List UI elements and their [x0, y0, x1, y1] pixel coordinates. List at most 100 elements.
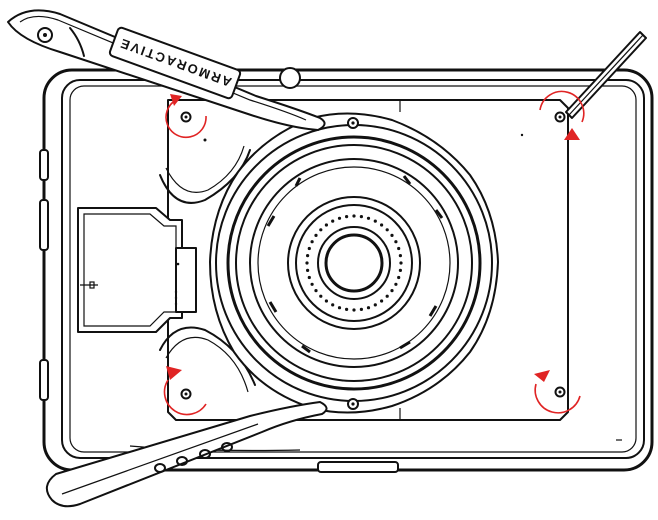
- strap-anchor-knob: [279, 67, 301, 89]
- hand-strap-bottom: [45, 401, 328, 508]
- ring-inner-1: [235, 144, 473, 382]
- strap-hole-3: [199, 449, 211, 459]
- hub-dot: [307, 275, 311, 280]
- hub-dot: [319, 228, 323, 232]
- hub-outer: [287, 196, 421, 330]
- strap-bottom-body: [45, 401, 328, 508]
- hub-dot: [352, 214, 356, 218]
- hub-dot: [306, 254, 310, 258]
- hub-dot: [331, 303, 335, 307]
- hub-dot: [345, 307, 349, 311]
- ring-inner-3: [257, 166, 451, 360]
- hub-dot: [385, 228, 389, 232]
- hub-dot: [319, 294, 323, 298]
- latch-dot-4: [174, 302, 178, 306]
- case-inner-rim: [61, 79, 645, 459]
- ring-lug-6: [428, 305, 438, 317]
- arrow-bottom-right-head: [534, 370, 550, 382]
- hub-dot: [324, 223, 328, 227]
- hub-dot: [359, 307, 363, 311]
- hub-dot: [310, 282, 314, 286]
- arrow-top-left: [165, 99, 207, 139]
- bottom-port: [317, 461, 399, 473]
- ring-inner-2: [249, 158, 459, 368]
- brand-plate: [108, 26, 242, 100]
- arrow-top-right-head: [564, 128, 580, 140]
- left-latch-slot: [77, 207, 197, 333]
- hub-dot: [390, 289, 394, 293]
- hub-dot: [307, 246, 311, 251]
- hub-dot: [373, 303, 377, 307]
- hub-dot: [305, 261, 309, 265]
- hub-dot: [398, 254, 402, 258]
- plate-pin-hole-2: [520, 133, 524, 137]
- hub-dot: [359, 215, 363, 219]
- arrow-bottom-left-head: [166, 366, 182, 380]
- hub-dot: [380, 299, 384, 303]
- ring-lug-3: [434, 209, 444, 219]
- side-button-1: [39, 149, 49, 181]
- screw-top-right: [554, 111, 566, 123]
- counter-clockwise-arrow-icon: [163, 90, 585, 416]
- latch-block: [175, 247, 197, 313]
- hub-dot: [337, 306, 342, 310]
- hub-dot: [366, 216, 371, 220]
- rotating-ring-mount: [209, 112, 499, 414]
- hub-dot: [314, 233, 318, 237]
- screw-top-left: [180, 111, 192, 123]
- hub-dot: [394, 282, 398, 286]
- hex-key-edge: [568, 34, 644, 116]
- ring-lug-5: [301, 344, 311, 354]
- hub-dot: [380, 223, 384, 227]
- hub-dot: [397, 275, 401, 280]
- hub-ring: [295, 204, 413, 322]
- hub-dot: [385, 294, 389, 298]
- hub-dot: [399, 261, 403, 265]
- strap-hole-2: [176, 456, 188, 466]
- hub-dot: [314, 289, 318, 293]
- latch-dot-2: [174, 290, 178, 294]
- strap-hole-1: [154, 463, 166, 473]
- upper-left-arm-inner: [165, 145, 245, 193]
- plate-pin-hole: [203, 138, 207, 142]
- screw-bottom-left: [180, 388, 192, 400]
- strap-holes: [154, 442, 233, 473]
- ring-lug-2: [402, 175, 412, 185]
- arrow-bottom-right: [534, 383, 581, 414]
- case-bezel: [69, 85, 637, 453]
- strap-hole-4: [221, 442, 233, 452]
- arrow-bottom-left: [163, 379, 207, 416]
- ring-lug-8: [266, 215, 276, 227]
- hub-dot: [310, 240, 314, 244]
- arrow-top-right: [539, 90, 585, 123]
- ring-screw-bottom: [347, 398, 359, 410]
- hub-dot: [324, 299, 328, 303]
- side-button-3: [39, 359, 49, 401]
- ring-screw-top: [347, 117, 359, 129]
- latch-tab: [89, 281, 95, 289]
- hub-dot: [331, 219, 335, 223]
- side-button-2: [39, 199, 49, 251]
- hub-dot: [394, 240, 398, 244]
- hub-dot: [306, 268, 310, 272]
- hub-dot: [345, 215, 349, 219]
- strap-top-loop: [69, 27, 85, 57]
- hub-dot: [373, 219, 377, 223]
- hub-dot: [397, 246, 401, 251]
- screw-bottom-right: [554, 386, 566, 398]
- ring-lug-4: [268, 301, 278, 313]
- hub-dot: [366, 306, 371, 310]
- hex-key-icon: [565, 31, 647, 119]
- hub-dot: [337, 216, 342, 220]
- hub-dot-ring: [305, 214, 403, 312]
- latch-slot-outline: [77, 207, 183, 333]
- hub-dot: [352, 308, 356, 312]
- hub-inner-ring: [317, 226, 391, 300]
- arrow-top-left-head: [170, 94, 182, 106]
- lower-left-arm-inner: [165, 336, 249, 393]
- ring-outer: [226, 135, 482, 391]
- hub-dot: [398, 268, 402, 272]
- latch-dot-3: [174, 296, 178, 300]
